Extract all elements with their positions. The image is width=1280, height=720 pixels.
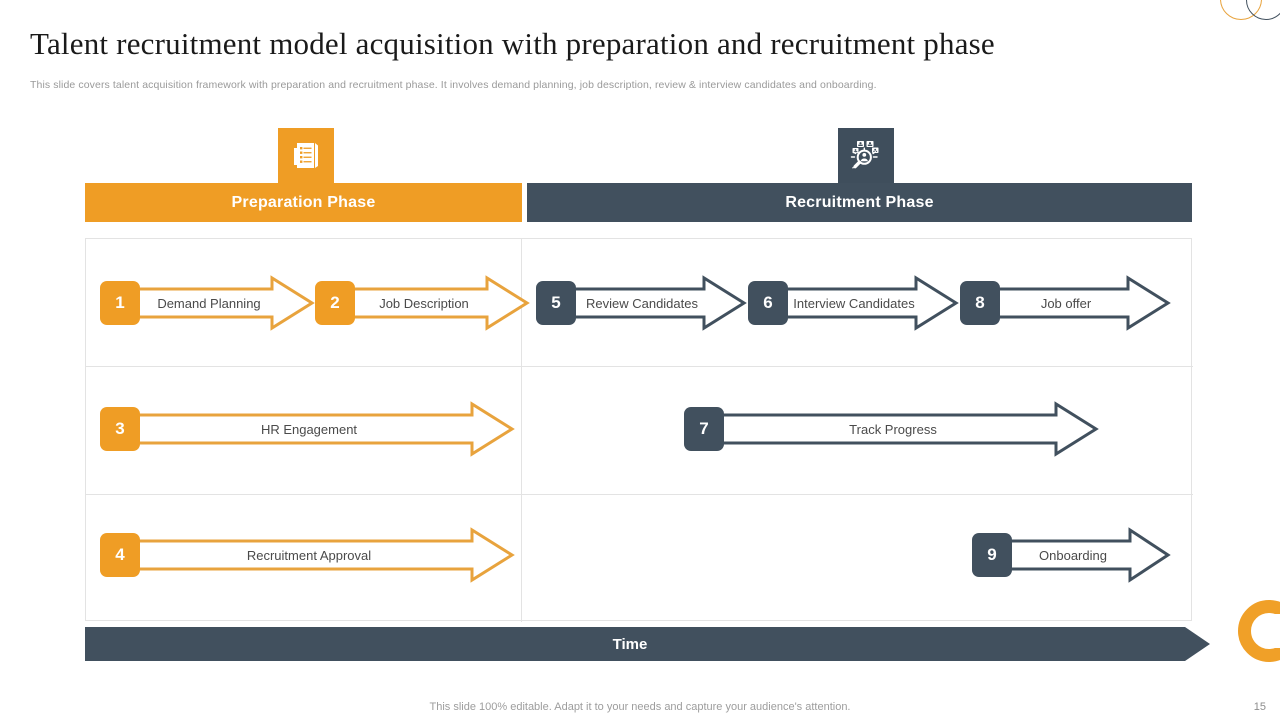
step-arrow-6[interactable]: 6 Interview Candidates [748, 275, 960, 331]
step-badge-5: 5 [536, 281, 576, 325]
step-label-4: Recruitment Approval [246, 547, 372, 563]
page-number: 15 [1253, 701, 1266, 713]
phase-bar-preparation-label: Preparation Phase [231, 193, 376, 211]
step-badge-6: 6 [748, 281, 788, 325]
step-label-1: Demand Planning [157, 295, 261, 311]
step-badge-1: 1 [100, 281, 140, 325]
page-title: Talent recruitment model acquisition wit… [30, 26, 995, 61]
phase-bar-recruitment-label: Recruitment Phase [785, 193, 934, 211]
step-badge-3: 3 [100, 407, 140, 451]
step-badge-4: 4 [100, 533, 140, 577]
step-arrow-8[interactable]: 8 Job offer [960, 275, 1172, 331]
step-label-8: Job offer [1040, 295, 1092, 311]
step-badge-7: 7 [684, 407, 724, 451]
step-arrow-9[interactable]: 9 Onboarding [972, 527, 1172, 583]
candidate-search-icon [847, 137, 885, 175]
footer-note: This slide 100% editable. Adapt it to yo… [429, 701, 851, 713]
step-label-7: Track Progress [849, 421, 937, 437]
step-label-2: Job Description [379, 295, 469, 311]
recruitment-phase-icon-tile [835, 125, 897, 187]
step-arrow-7[interactable]: 7 Track Progress [684, 401, 1100, 457]
time-axis-label: Time [612, 635, 648, 653]
step-arrow-3[interactable]: 3 HR Engagement [100, 401, 516, 457]
decorative-ring-mask [1268, 614, 1280, 648]
page-subtitle: This slide covers talent acquisition fra… [30, 79, 877, 91]
document-checklist-icon [289, 139, 323, 173]
step-label-3: HR Engagement [260, 421, 358, 437]
decorative-ring-bottom-right [1238, 600, 1280, 672]
step-badge-9: 9 [972, 533, 1012, 577]
time-axis-arrow: Time [85, 627, 1210, 661]
step-badge-8: 8 [960, 281, 1000, 325]
grid-horizontal-divider-2 [86, 494, 1193, 495]
step-badge-2: 2 [315, 281, 355, 325]
step-arrow-5[interactable]: 5 Review Candidates [536, 275, 748, 331]
decorative-rings-top-right [1220, 0, 1280, 24]
step-label-9: Onboarding [1039, 547, 1107, 563]
step-label-5: Review Candidates [585, 295, 698, 311]
step-arrow-1[interactable]: 1 Demand Planning [100, 275, 316, 331]
phase-bar-recruitment[interactable]: Recruitment Phase [527, 183, 1192, 222]
step-label-6: Interview Candidates [793, 295, 915, 311]
timeline-grid: 1 Demand Planning 2 Job Description 5 Re… [85, 238, 1193, 622]
phase-bar-preparation[interactable]: Preparation Phase [85, 183, 522, 222]
step-arrow-2[interactable]: 2 Job Description [315, 275, 531, 331]
step-arrow-4[interactable]: 4 Recruitment Approval [100, 527, 516, 583]
preparation-phase-icon-tile [275, 125, 337, 187]
grid-vertical-divider [521, 239, 522, 622]
grid-horizontal-divider-1 [86, 366, 1193, 367]
